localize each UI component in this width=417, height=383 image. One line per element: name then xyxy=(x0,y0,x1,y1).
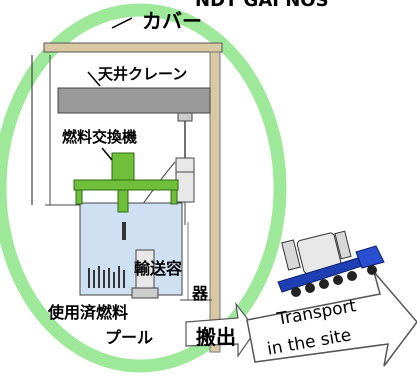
cover-beam xyxy=(43,42,223,53)
carry-out-label: 搬出 xyxy=(196,325,236,349)
transport-container-label-1: 輸送容 xyxy=(134,259,183,278)
transport-container-base xyxy=(131,287,159,299)
cover-pointer xyxy=(111,17,133,29)
fuel-machine-pointer xyxy=(101,147,113,161)
fuel-racks xyxy=(88,266,125,288)
fuel-machine-bridge xyxy=(73,179,179,191)
crane-label: 天井クレーン xyxy=(98,65,188,83)
spent-fuel-pool-label-2: プール xyxy=(105,328,154,347)
spent-fuel-pool xyxy=(79,202,183,296)
highlight-ellipse xyxy=(0,3,287,373)
carry-out-arrow xyxy=(185,301,257,358)
transport-truck xyxy=(277,230,385,297)
overhead-crane xyxy=(57,87,211,114)
crane-hook-block xyxy=(177,112,193,122)
lifted-container xyxy=(175,157,195,203)
support-column xyxy=(209,51,221,353)
transport-container-label-2: 器 xyxy=(192,284,209,303)
crane-pointer xyxy=(87,71,101,87)
fuel-machine-mast xyxy=(111,152,135,182)
spent-fuel-pool-label-1: 使用済燃料 xyxy=(48,303,129,322)
fuel-assembly xyxy=(122,222,126,240)
cover-label: カバー xyxy=(142,9,202,33)
transport-arrow xyxy=(246,271,417,367)
fuel-machine-leg-right xyxy=(170,189,178,205)
fuel-machine-gripper xyxy=(117,189,129,213)
top-cutoff-text: NDT GAI NOS xyxy=(195,0,329,11)
fuel-machine-leg-left xyxy=(75,189,83,205)
fuel-exchanger-label: 燃料交換機 xyxy=(62,128,138,146)
